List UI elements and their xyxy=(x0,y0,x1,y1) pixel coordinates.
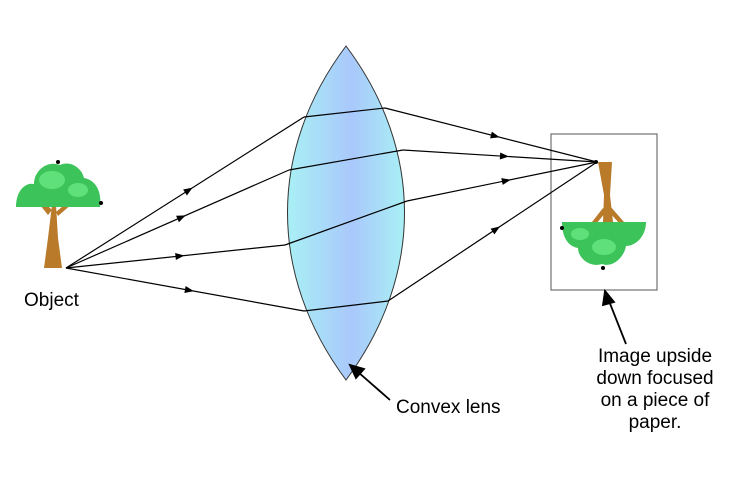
image-caption-line-4: paper. xyxy=(628,412,682,433)
ray-in-lens-2 xyxy=(288,149,404,171)
light-rays xyxy=(65,107,598,312)
ray-in-lens-3 xyxy=(284,200,408,246)
ray-outgoing-arrow-4 xyxy=(490,226,500,235)
convex-lens xyxy=(287,45,405,381)
label-pointers xyxy=(348,288,627,401)
object-label: Object xyxy=(24,290,79,311)
convex-lens-label: Convex lens xyxy=(396,397,501,418)
ray-incoming-arrow-1 xyxy=(183,187,193,196)
ray-incoming-arrow-2 xyxy=(176,215,186,223)
ray-outgoing-arrow-2 xyxy=(499,152,509,160)
image-pointer-arrow xyxy=(608,300,627,345)
inverted-tree-icon xyxy=(560,160,646,270)
ray-outgoing-arrow-1 xyxy=(490,131,500,139)
lens-pointer-head xyxy=(348,363,366,380)
image-caption: Image upside down focused on a piece of … xyxy=(580,346,730,434)
image-caption-line-3: on a piece of xyxy=(600,390,710,411)
ray-incoming-arrow-4 xyxy=(184,286,194,293)
image-caption-line-2: down focused xyxy=(596,368,714,389)
image-caption-line-1: Image upside xyxy=(597,346,713,367)
ray-in-lens-1 xyxy=(303,107,386,118)
paper-frame xyxy=(550,133,658,291)
ray-incoming-arrow-3 xyxy=(175,253,185,260)
image-pointer-head xyxy=(601,288,616,307)
tree-icon xyxy=(16,160,103,268)
ray-outgoing-arrow-3 xyxy=(501,178,511,185)
lens-pointer-arrow xyxy=(357,371,391,401)
ray-in-lens-4 xyxy=(303,300,389,312)
